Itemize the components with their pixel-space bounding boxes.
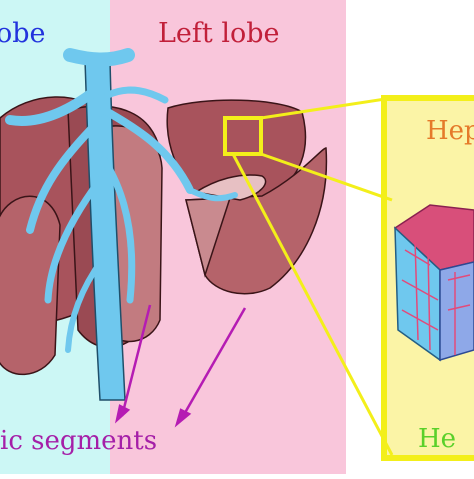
zoom-indicator — [223, 96, 394, 456]
lobule-front — [439, 261, 474, 362]
inset-top-label: Hep — [426, 116, 474, 146]
vessel-branch — [100, 106, 194, 194]
vessel-branch — [65, 257, 105, 353]
liver-segment — [0, 195, 61, 376]
hepatic-segments-label: ic segments — [0, 426, 158, 456]
vessel-branch — [5, 85, 101, 126]
vessel-branch — [44, 176, 104, 304]
vessel-branch — [187, 187, 238, 202]
vessel-branch — [104, 86, 169, 104]
zoom-box — [223, 116, 263, 156]
arrow-head — [174, 408, 192, 428]
segment-arrows — [114, 304, 247, 428]
arrow-head — [114, 404, 131, 424]
liver-segment — [185, 147, 328, 295]
hepatic-lobule — [393, 204, 474, 362]
inset-bottom-label: He — [418, 424, 457, 454]
segment-arrow — [180, 307, 247, 419]
lobule-mesh — [401, 239, 471, 355]
segment-arrow — [120, 304, 152, 417]
right-lobe-label: obe — [0, 18, 46, 49]
zoom-line — [260, 96, 393, 120]
hepatic-vessels — [5, 48, 238, 401]
left-lobe-label: Left lobe — [158, 18, 280, 49]
portal-trunk — [63, 48, 135, 67]
zoom-line — [260, 152, 393, 202]
vessel-branch — [26, 116, 104, 234]
vessel-branch — [100, 156, 136, 304]
zoom-line — [231, 153, 394, 456]
